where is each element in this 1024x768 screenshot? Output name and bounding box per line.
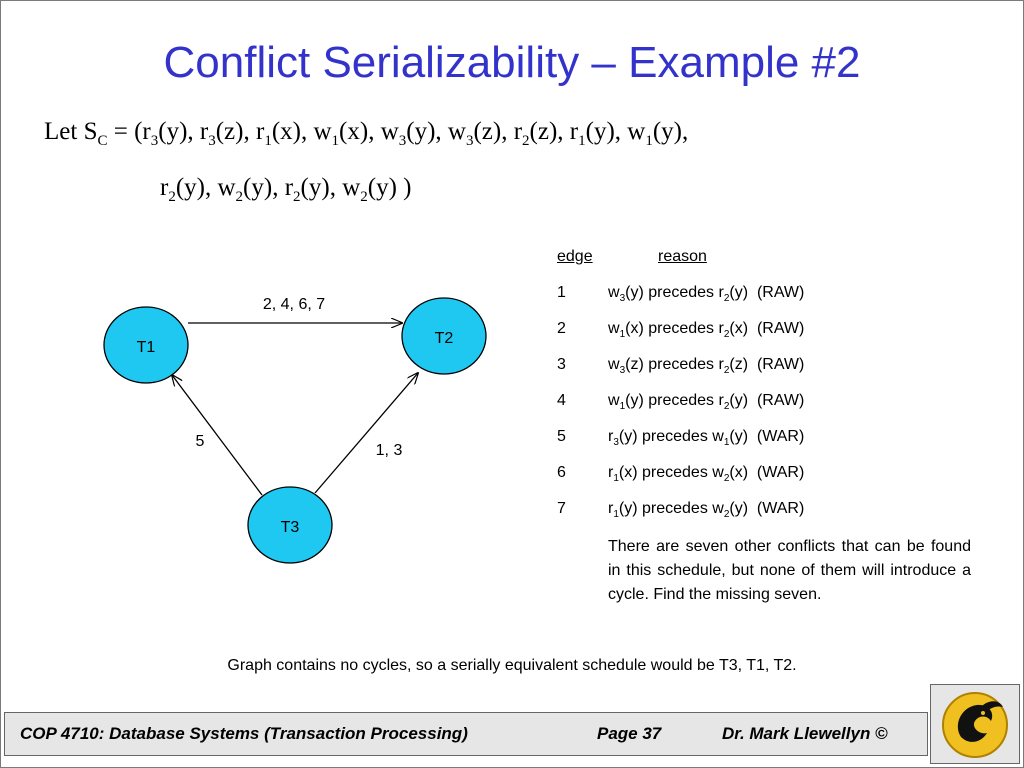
node-t1 xyxy=(103,306,189,384)
schedule-line-2: r2(y), w2(y), r2(y), w2(y) ) xyxy=(160,174,412,205)
schedule-op: r2(y) xyxy=(284,174,330,205)
schedule-op: r2(y) xyxy=(160,174,205,205)
table-row-reason: w3(y) precedes r2(y) (RAW) xyxy=(608,284,805,305)
table-row-edge-number: 2 xyxy=(557,320,566,337)
node-label-t2: T2 xyxy=(435,330,454,347)
node-t2 xyxy=(401,297,487,375)
schedule-op: w1(y) xyxy=(627,118,682,149)
table-row-reason: w1(y) precedes r2(y) (RAW) xyxy=(608,392,805,413)
schedule-op: r3(y) xyxy=(142,118,188,149)
schedule-ops-line-1: r3(y), r3(z), r1(x), w1(x), w3(y), w3(z)… xyxy=(142,118,689,149)
edge-label-t3-t1: 5 xyxy=(196,433,205,450)
footer-course: COP 4710: Database Systems (Transaction … xyxy=(20,724,468,743)
table-row-edge-number: 4 xyxy=(557,392,566,409)
edge-label-t1-t2: 2, 4, 6, 7 xyxy=(263,296,325,313)
table-row-reason: w1(x) precedes r2(x) (RAW) xyxy=(608,320,805,341)
schedule-line-1: Let SC = (r3(y), r3(z), r1(x), w1(x), w3… xyxy=(44,118,689,149)
edge-label-t3-t2: 1, 3 xyxy=(376,442,403,459)
table-row-edge-number: 5 xyxy=(557,428,566,445)
schedule-op: w2(y) xyxy=(342,174,397,205)
schedule-op: w2(y) xyxy=(217,174,273,205)
footer-author: Dr. Mark Llewellyn © xyxy=(722,724,888,743)
schedule-let: Let S xyxy=(44,118,98,145)
slide-title: Conflict Serializability – Example #2 xyxy=(163,38,861,87)
footer-page: Page 37 xyxy=(597,724,662,743)
table-header-reason: reason xyxy=(658,248,707,265)
table-row-edge-number: 6 xyxy=(557,464,566,481)
schedule-op: w3(y) xyxy=(380,118,436,149)
table-header-edge: edge xyxy=(557,248,593,265)
table-row-reason: r3(y) precedes w1(y) (WAR) xyxy=(608,428,805,449)
edge-t3-t2 xyxy=(314,373,418,494)
schedule-ops-line-2: r2(y), w2(y), r2(y), w2(y) xyxy=(160,174,397,205)
schedule-op: r2(z) xyxy=(513,118,558,149)
table-note: There are seven other conflicts that can… xyxy=(608,538,971,603)
schedule-subscript: C xyxy=(97,133,108,149)
table-row-edge-number: 1 xyxy=(557,284,566,301)
table-row-edge-number: 7 xyxy=(557,500,566,517)
table-row-reason: r1(y) precedes w2(y) (WAR) xyxy=(608,500,805,521)
table-row-reason: w3(z) precedes r2(z) (RAW) xyxy=(608,356,805,377)
conclusion-text: Graph contains no cycles, so a serially … xyxy=(227,657,797,674)
table-row-reason: r1(x) precedes w2(x) (WAR) xyxy=(608,464,805,485)
schedule-op: r1(y) xyxy=(569,118,615,149)
node-t3 xyxy=(247,486,333,564)
schedule-op: w3(z) xyxy=(447,118,502,149)
node-label-t1: T1 xyxy=(137,339,156,356)
schedule-op: r3(z) xyxy=(199,118,244,149)
logo-box xyxy=(930,684,1020,764)
edge-t3-t1 xyxy=(172,375,263,496)
node-label-t3: T3 xyxy=(281,519,300,536)
schedule-op: r1(x) xyxy=(255,118,301,149)
table-row-edge-number: 3 xyxy=(557,356,566,373)
schedule-op: w1(x) xyxy=(313,118,369,149)
pegasus-logo-icon xyxy=(942,692,1008,758)
footer-bar xyxy=(4,712,928,756)
